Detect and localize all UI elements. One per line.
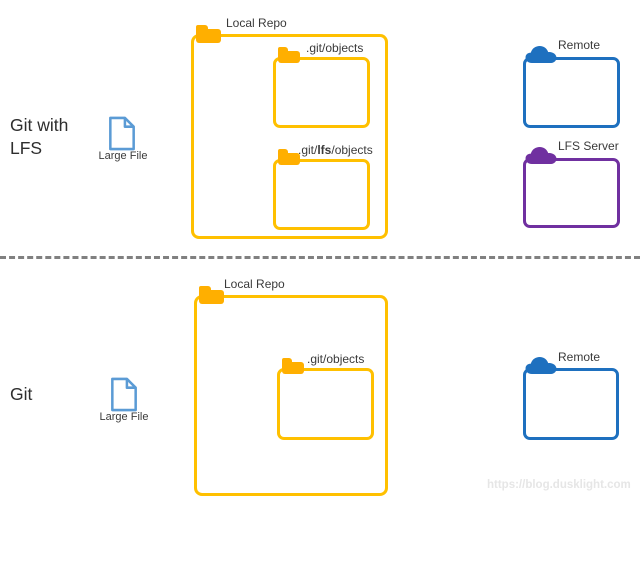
folder-icon	[199, 286, 224, 304]
title-line-2: LFS	[10, 138, 43, 158]
cloud-icon	[525, 356, 557, 375]
large-file-icon	[107, 116, 137, 151]
watermark-url: https://blog.dusklight.com	[487, 479, 631, 491]
large-file-icon	[109, 377, 139, 412]
git-lfs-objects-box	[273, 159, 370, 230]
cloud-icon	[525, 146, 557, 165]
git-objects-box-top	[273, 57, 370, 128]
git-objects-box-bottom	[277, 368, 374, 440]
git-lfs-objects-label: .git/lfs/objects	[298, 143, 373, 157]
section-divider	[0, 256, 640, 259]
folder-icon	[196, 25, 221, 43]
remote-box-bottom	[523, 368, 619, 440]
large-file-label: Large File	[99, 411, 149, 423]
remote-label-top: Remote	[558, 38, 601, 52]
git-objects-label-bottom: .git/objects	[307, 352, 365, 366]
folder-icon	[278, 149, 300, 165]
remote-label-bottom: Remote	[558, 350, 601, 364]
local-repo-label-top: Local Repo	[226, 16, 287, 30]
lfs-server-box	[523, 158, 620, 228]
large-file-label: Large File	[98, 150, 148, 162]
folder-icon	[282, 358, 304, 374]
lfs-server-label: LFS Server	[558, 139, 619, 153]
remote-box-top	[523, 57, 620, 128]
title-line-1: Git with	[10, 115, 69, 135]
section-title-git: Git	[10, 384, 33, 404]
folder-icon	[278, 47, 300, 63]
section-title-git-with-lfs: Git with LFS	[10, 114, 68, 160]
git-objects-label-top: .git/objects	[306, 41, 364, 55]
cloud-icon	[525, 45, 557, 64]
local-repo-label-bottom: Local Repo	[224, 277, 285, 291]
